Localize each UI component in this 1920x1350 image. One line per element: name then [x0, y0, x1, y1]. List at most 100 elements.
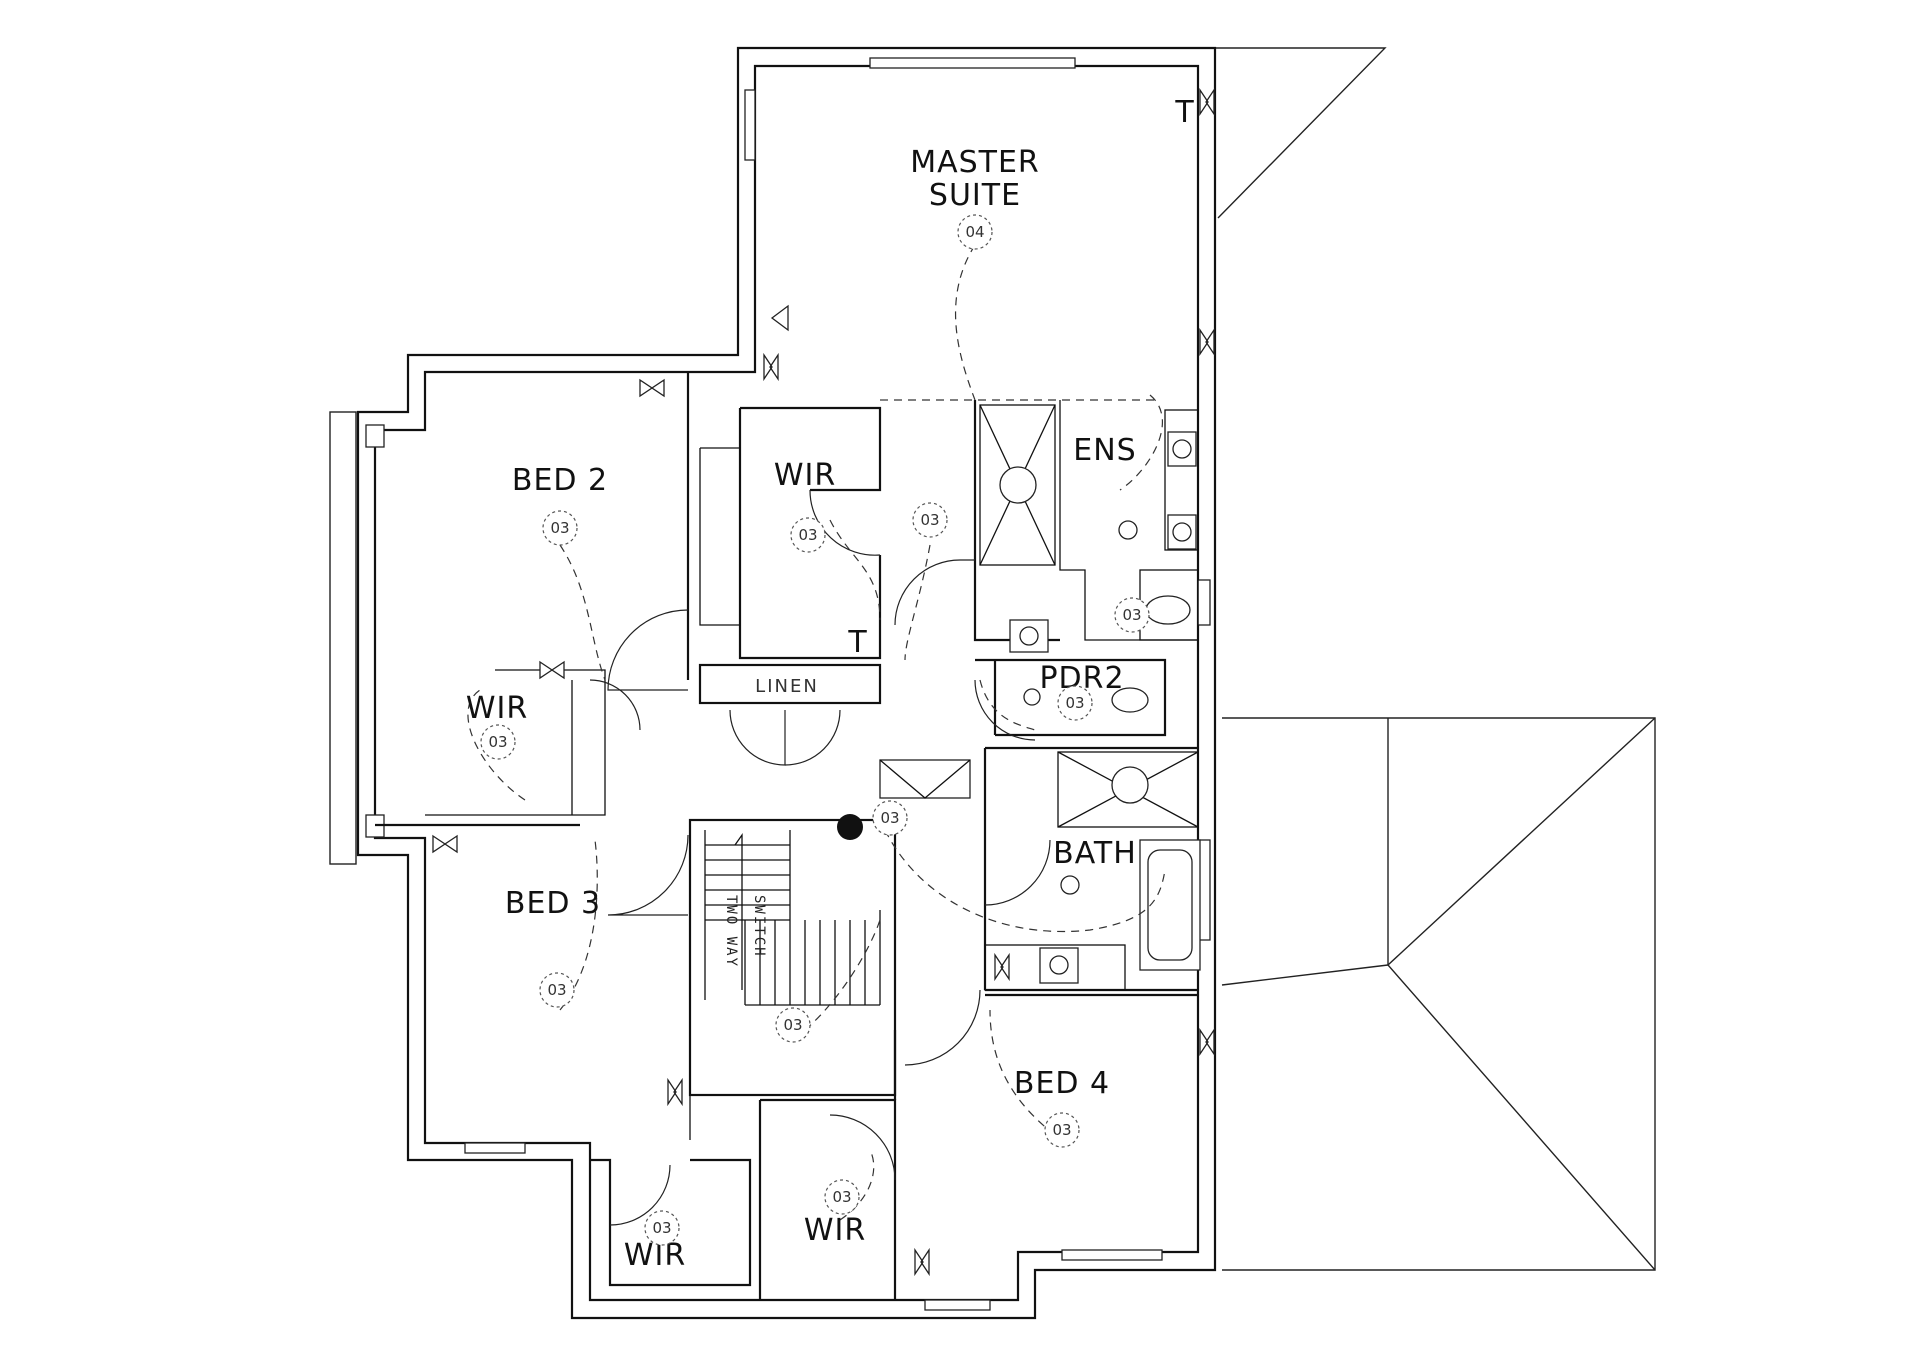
window-wir-bottom — [924, 1299, 991, 1311]
svg-text:03: 03 — [547, 981, 566, 999]
stair-arrow — [734, 832, 743, 990]
wire-bed2-wir — [467, 689, 526, 801]
svg-text:03: 03 — [880, 809, 899, 827]
door-linen-left — [729, 709, 786, 766]
svg-text:03: 03 — [652, 1219, 671, 1237]
stair-note: TWO WAY SWITCH — [723, 895, 767, 968]
wire-upper-wir — [829, 519, 881, 621]
room-label-linen: LINEN — [755, 676, 819, 697]
ensuite-basin-2-bowl — [1172, 522, 1192, 542]
tag-wir-bed2: 03 — [480, 724, 516, 760]
window-master-top — [869, 57, 1076, 69]
vanity-bath — [984, 944, 1126, 991]
room-label-wir-upper: WIR — [774, 458, 836, 493]
outer-walls — [356, 46, 1217, 1320]
window-ensuite — [1197, 579, 1211, 626]
room-label-wir-bed2: WIR — [466, 691, 528, 726]
wire-stair — [804, 919, 881, 1031]
tag-wir-upper-a: 03 — [790, 517, 826, 553]
svg-text:03: 03 — [783, 1016, 802, 1034]
room-label-master-line2: SUITE — [929, 178, 1021, 213]
room-label-wir-bottom-right: WIR — [804, 1213, 866, 1248]
tag-bed2: 03 — [542, 510, 578, 546]
exhaust-fan-bath-shower — [1111, 766, 1149, 804]
wall-upper-wir — [740, 406, 882, 492]
power-outlet-icon — [667, 1077, 683, 1107]
door-powder — [974, 679, 1036, 741]
roof-outlines — [329, 47, 1656, 1271]
svg-text:04: 04 — [965, 223, 984, 241]
tag-wir-upper-b: 03 — [912, 502, 948, 538]
ensuite-toilet — [1145, 595, 1191, 625]
room-labels: MASTER SUITE BED 2 WIR ENS WIR LINEN PDR… — [466, 145, 1137, 1273]
wall-linen — [698, 663, 882, 705]
wall-ensuite-inner — [1059, 400, 1198, 641]
fixtures — [432, 87, 1215, 1277]
power-outlet-icon — [432, 834, 458, 854]
door-swings — [589, 489, 1051, 1226]
svg-text:03: 03 — [920, 511, 939, 529]
window-master-left — [744, 89, 756, 161]
roof-lower-right — [1222, 717, 1656, 1271]
exhaust-fan-powder — [1023, 688, 1041, 706]
wire-ensuite — [1119, 394, 1163, 491]
svg-text:03: 03 — [798, 526, 817, 544]
door-linen-right — [784, 709, 841, 766]
tv-point-icon — [770, 304, 789, 332]
powder-basin-bowl — [1019, 626, 1039, 646]
wire-bed4 — [989, 1009, 1056, 1136]
wire-hall-top — [904, 544, 931, 661]
stair-treads — [704, 830, 881, 1006]
tag-wir-bottom-left: 03 — [644, 1210, 680, 1246]
stair-well — [688, 818, 897, 1097]
wall-upper-wir-inner — [699, 447, 741, 626]
svg-text:03: 03 — [1065, 694, 1084, 712]
tag-master: 04 — [957, 214, 993, 250]
door-wir-bottom-left — [609, 1164, 671, 1226]
power-outlet-icon — [763, 352, 779, 382]
room-label-bed2: BED 2 — [512, 463, 608, 498]
tag-stair: 03 — [775, 1007, 811, 1043]
tag-wir-bottom-right: 03 — [824, 1179, 860, 1215]
door-wir-bottom-right — [829, 1114, 896, 1181]
switch-marker-master: T — [1174, 95, 1194, 130]
power-outlet-icon — [994, 952, 1010, 982]
stair-steps-upper — [705, 844, 790, 921]
door-bed2-wir — [589, 679, 641, 731]
switch-marker-wir: T — [847, 625, 867, 660]
room-label-bath: BATH — [1053, 836, 1137, 871]
wall-powder — [975, 658, 1167, 737]
door-upper-wir — [809, 489, 881, 556]
wiring-lines — [467, 244, 1166, 1221]
door-hall-ensuite — [894, 559, 975, 626]
roof-ridge-line — [1221, 964, 1389, 986]
wire-powder — [979, 679, 1036, 731]
tag-hall: 03 — [872, 800, 908, 836]
exhaust-fan-bath — [1060, 875, 1080, 895]
stair-note-line1: TWO WAY — [723, 895, 739, 968]
tag-bed4: 03 — [1044, 1112, 1080, 1148]
stair-steps-lower — [744, 910, 881, 1006]
vanity-ensuite — [1164, 409, 1199, 551]
svg-text:03: 03 — [1122, 606, 1141, 624]
roof-hip-right — [1387, 718, 1656, 1271]
tag-bed3: 03 — [539, 972, 575, 1008]
powder-toilet — [1111, 687, 1149, 713]
roof-hip-line — [1387, 717, 1656, 966]
svg-text:03: 03 — [488, 733, 507, 751]
room-label-bed4: BED 4 — [1014, 1066, 1110, 1101]
wire-hall-bath — [884, 829, 1166, 933]
outer-wall-outline — [356, 46, 1217, 1320]
wall-wir-bottom-left — [590, 1158, 752, 1287]
svg-text:03: 03 — [832, 1188, 851, 1206]
bath-basin-bowl — [1049, 955, 1069, 975]
power-outlet-icon — [1199, 1027, 1215, 1057]
power-outlets — [432, 87, 1215, 1277]
power-outlet-icon — [914, 1247, 930, 1277]
circuit-tags: 04 03 03 03 03 03 03 03 03 03 03 03 03 — [480, 214, 1150, 1246]
roof-left-strip — [329, 411, 357, 865]
skylight-lines — [879, 759, 971, 799]
power-outlet-icon — [1199, 327, 1215, 357]
bathtub-inner — [1147, 849, 1193, 961]
